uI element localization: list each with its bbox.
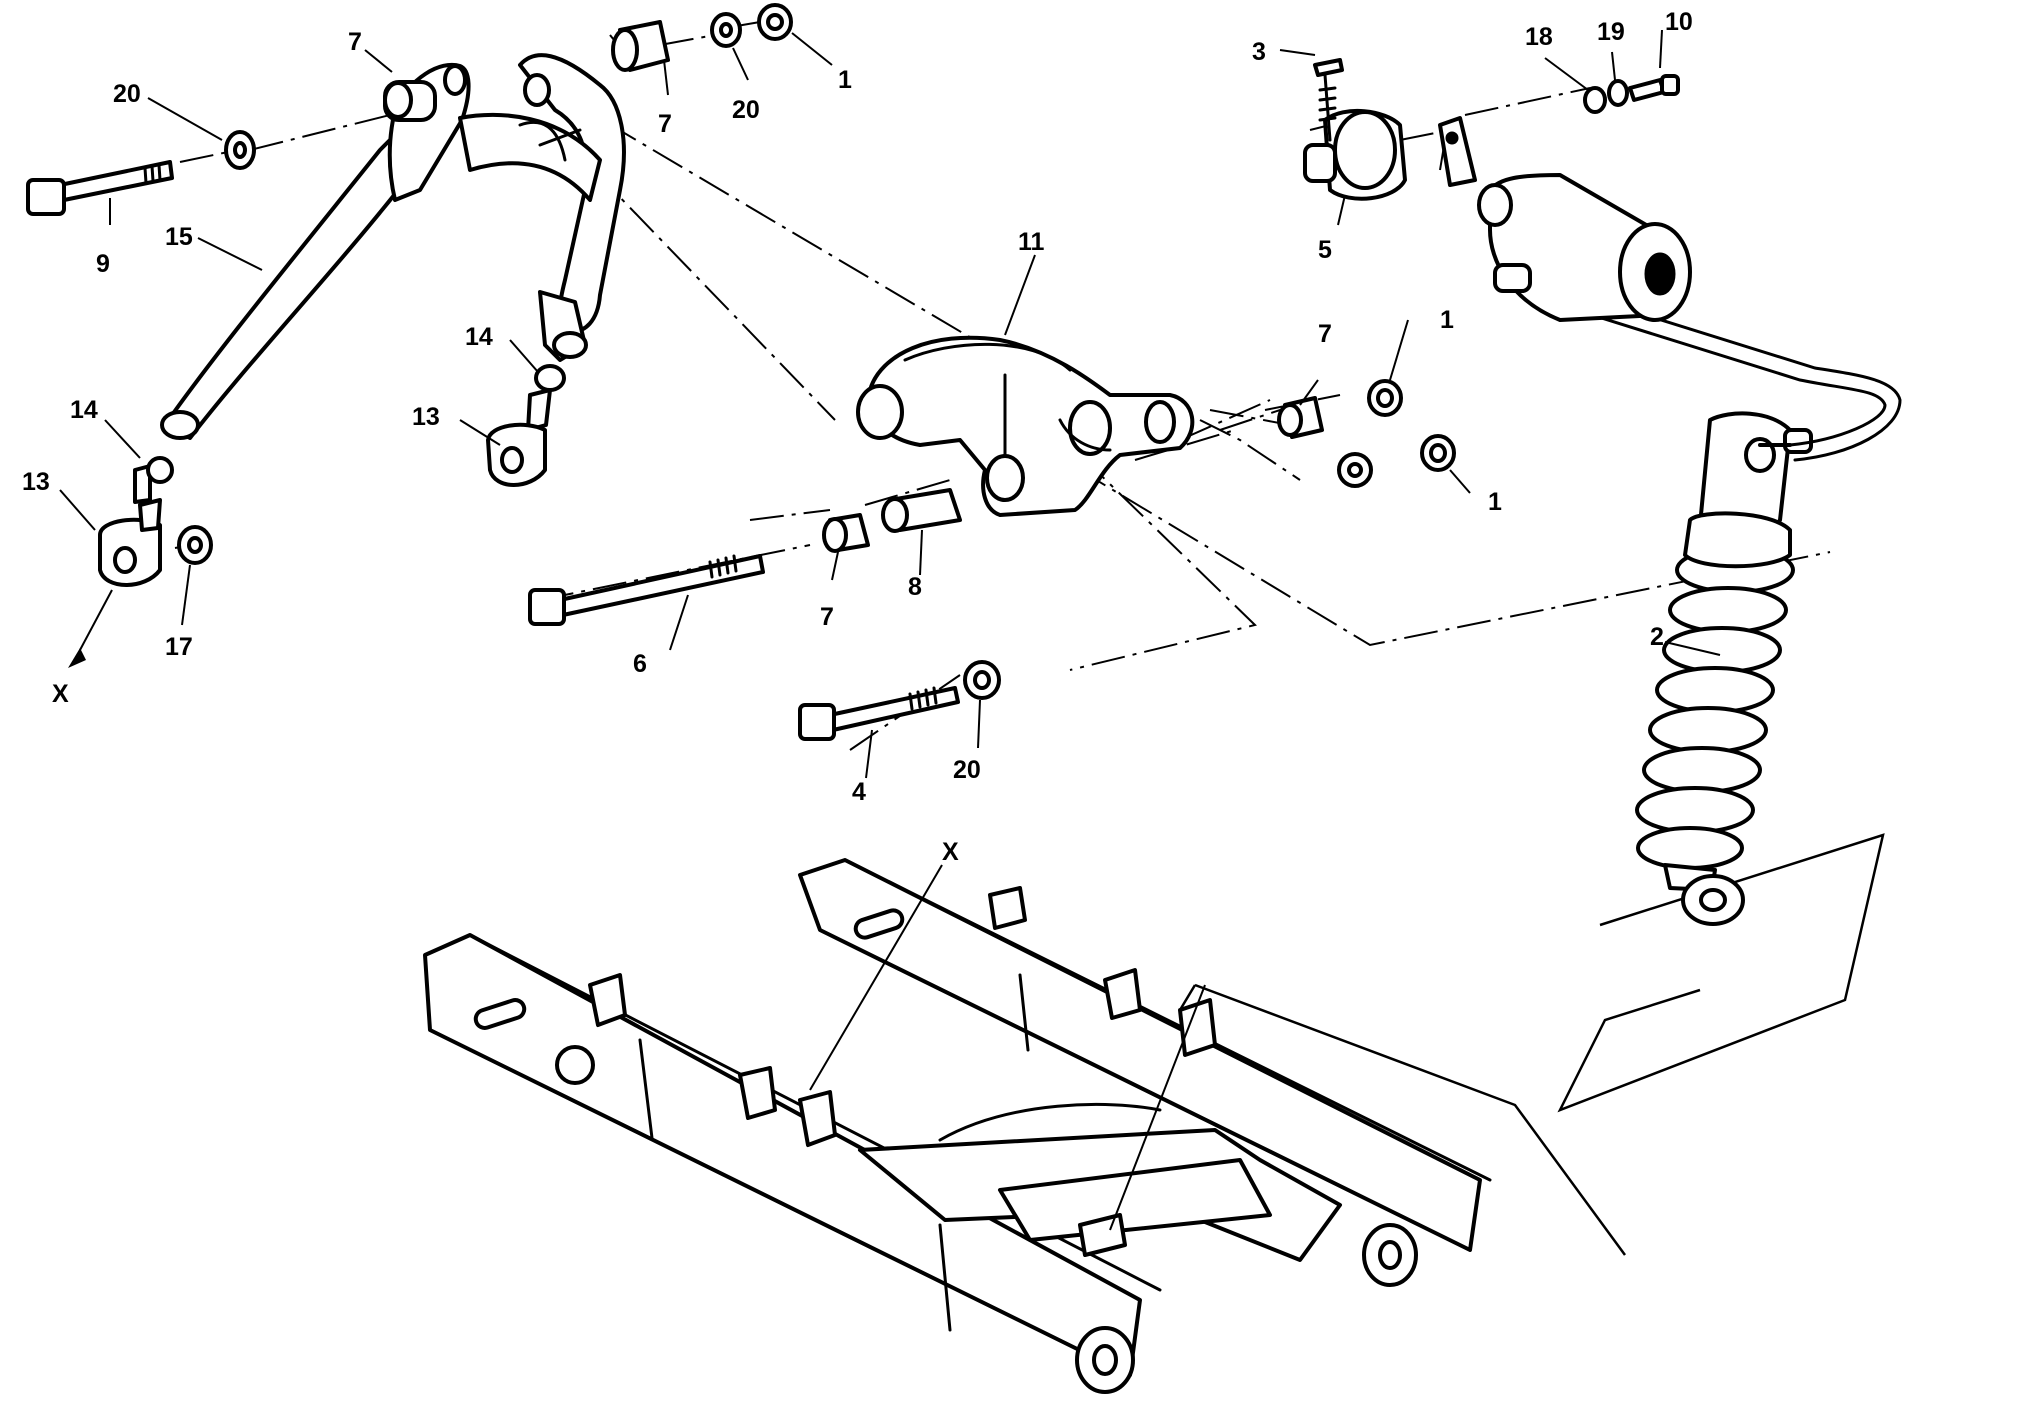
callout-1-right-upper: 1 bbox=[1440, 306, 1454, 334]
callout-7-left: 7 bbox=[348, 28, 362, 56]
callout-14-left: 14 bbox=[70, 396, 98, 424]
rod-ends-left bbox=[98, 456, 213, 587]
callout-5: 5 bbox=[1318, 236, 1332, 264]
shock-reservoir bbox=[1438, 116, 1692, 322]
callout-x-left: X bbox=[52, 680, 69, 708]
callout-3: 3 bbox=[1252, 38, 1266, 66]
upper-left-bolt bbox=[26, 130, 256, 216]
callout-19: 19 bbox=[1597, 18, 1625, 46]
shock-absorber bbox=[1558, 288, 1902, 926]
callout-x-swingarm: X bbox=[942, 838, 959, 866]
top-bushings bbox=[611, 3, 793, 72]
reaction-rod-assembly bbox=[160, 53, 626, 440]
reservoir-clamp bbox=[1303, 58, 1407, 201]
right-bushings bbox=[1277, 379, 1456, 488]
callout-14-mid: 14 bbox=[465, 323, 493, 351]
callout-17: 17 bbox=[165, 633, 193, 661]
x-arrow-icon bbox=[68, 648, 86, 668]
callout-10: 10 bbox=[1665, 8, 1693, 36]
callout-20-left: 20 bbox=[113, 80, 141, 108]
swingarm bbox=[423, 858, 1492, 1394]
callout-11: 11 bbox=[1018, 228, 1045, 256]
rod-ends-middle bbox=[486, 364, 566, 487]
callout-20-top: 20 bbox=[732, 96, 760, 124]
callout-8: 8 bbox=[908, 573, 922, 601]
callout-4: 4 bbox=[852, 778, 866, 806]
callout-9: 9 bbox=[96, 250, 110, 278]
callout-18: 18 bbox=[1525, 23, 1553, 51]
section-planes bbox=[1178, 833, 1885, 1256]
callout-7-top: 7 bbox=[658, 110, 672, 138]
callout-1-top: 1 bbox=[838, 66, 852, 94]
callout-7-mid: 7 bbox=[820, 603, 834, 631]
callout-15: 15 bbox=[165, 223, 193, 251]
callout-6: 6 bbox=[633, 650, 647, 678]
rocker-linkage bbox=[856, 335, 1195, 517]
bolt-4 bbox=[798, 660, 1001, 741]
callout-1-right-lower: 1 bbox=[1488, 488, 1502, 516]
callout-7-right: 7 bbox=[1318, 320, 1332, 348]
leader-lines bbox=[59, 29, 1721, 1231]
upper-fasteners bbox=[1583, 74, 1680, 114]
callout-labels: 1 1 1 2 3 4 5 6 7 7 7 7 8 9 10 11 13 13 … bbox=[22, 8, 1693, 866]
callout-2: 2 bbox=[1650, 623, 1664, 651]
callout-13-mid: 13 bbox=[412, 403, 440, 431]
pivot-bolt-6 bbox=[528, 488, 962, 626]
assembly-axis-lines bbox=[174, 21, 1831, 751]
callout-13-left: 13 bbox=[22, 468, 50, 496]
callout-20-bottom: 20 bbox=[953, 756, 981, 784]
